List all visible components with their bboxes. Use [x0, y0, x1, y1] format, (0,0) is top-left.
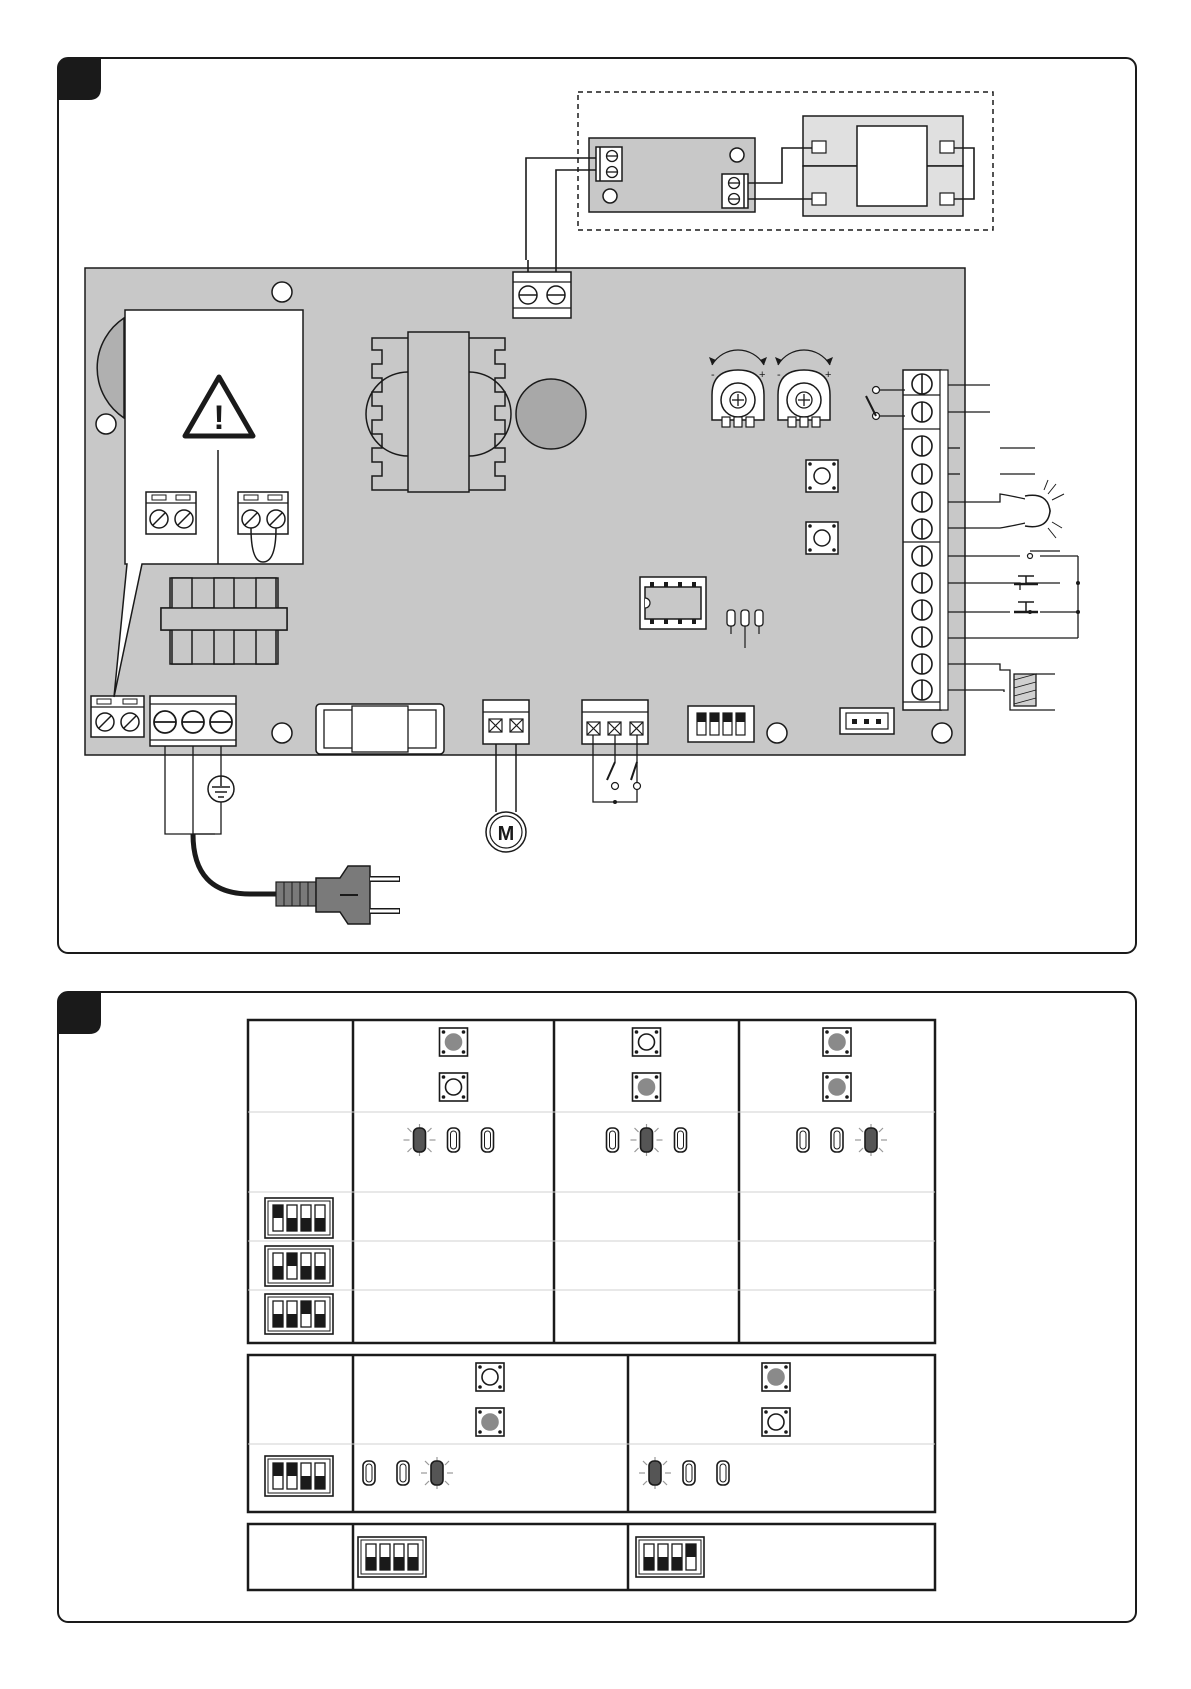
- table-bottom-frame: [248, 1524, 935, 1590]
- receiver-card-hole: [603, 189, 617, 203]
- led-lit-icon: [639, 1457, 671, 1489]
- battery-label: [857, 126, 927, 206]
- terminal-2-pole: [91, 696, 144, 737]
- tact-button-icon: [440, 1028, 468, 1056]
- table-bottom: [248, 1524, 935, 1590]
- figure-2-badge: [58, 992, 101, 1034]
- led-off-icon: [717, 1461, 729, 1485]
- dip-switch-icon: [265, 1246, 333, 1286]
- board-connector: [840, 708, 894, 734]
- mounting-hole: [272, 723, 292, 743]
- led-off-icon: [797, 1128, 809, 1152]
- figure-1-badge: [58, 58, 101, 100]
- external-pushbuttons: [948, 551, 1080, 638]
- capacitor: [516, 379, 586, 449]
- tact-button-icon: [476, 1363, 504, 1391]
- motor-terminal: [483, 700, 529, 744]
- board-button-1: [806, 460, 838, 492]
- battery-tab: [812, 193, 826, 205]
- tact-button-icon: [633, 1073, 661, 1101]
- warning-symbol: !: [213, 399, 224, 437]
- mains-terminal-3-pole: [150, 696, 236, 746]
- table-mid: [248, 1355, 935, 1512]
- led-lit-icon: [855, 1124, 887, 1156]
- input-terminal-strip: [903, 370, 941, 710]
- led-off-icon: [683, 1461, 695, 1485]
- mounting-hole: [272, 282, 292, 302]
- svg-text:-: -: [711, 369, 715, 381]
- motor: M: [486, 744, 526, 852]
- mains-cable: [165, 746, 400, 924]
- figure-1: - + - +: [58, 58, 1136, 953]
- tact-button-icon: [762, 1408, 790, 1436]
- fuse-holder: [161, 578, 287, 664]
- dip-switch-icon: [636, 1537, 704, 1577]
- led-off-icon: [607, 1128, 619, 1152]
- dip-switch-icon: [265, 1456, 333, 1496]
- table-mid-frame: [248, 1355, 935, 1512]
- led-off-icon: [675, 1128, 687, 1152]
- svg-text:-: -: [777, 369, 781, 381]
- mains-plug-icon: [276, 866, 400, 924]
- battery-tab: [812, 141, 826, 153]
- figure-2-tables: [248, 1020, 935, 1590]
- tact-button-icon: [476, 1408, 504, 1436]
- led-off-icon: [448, 1128, 460, 1152]
- board-dip-switch: [688, 706, 754, 742]
- dip-switch-icon: [358, 1537, 426, 1577]
- mounting-hole: [767, 723, 787, 743]
- tact-button-icon: [823, 1028, 851, 1056]
- led-lit-icon: [404, 1124, 436, 1156]
- transformer: [366, 332, 511, 492]
- led-off-icon: [363, 1461, 375, 1485]
- board-button-2: [806, 522, 838, 554]
- led-off-icon: [831, 1128, 843, 1152]
- optional-module: [526, 92, 993, 260]
- dip-switch-icon: [265, 1294, 333, 1334]
- led-lit-icon: [631, 1124, 663, 1156]
- tact-button-icon: [633, 1028, 661, 1056]
- tact-button-icon: [440, 1073, 468, 1101]
- led-off-icon: [397, 1461, 409, 1485]
- table-top-frame: [248, 1020, 935, 1343]
- mounting-hole: [96, 414, 116, 434]
- table-top: [248, 1020, 935, 1343]
- led-lit-icon: [421, 1457, 453, 1489]
- motor-label: M: [498, 823, 515, 845]
- tact-button-icon: [823, 1073, 851, 1101]
- ic-chip: [640, 577, 706, 629]
- battery-tab: [940, 193, 954, 205]
- right-devices: [948, 385, 1080, 710]
- relay: [316, 704, 444, 754]
- terminal-strip-edge: [940, 370, 948, 710]
- figure-2: [58, 992, 1136, 1622]
- battery-tab: [940, 141, 954, 153]
- mounting-hole: [932, 723, 952, 743]
- receiver-card-hole: [730, 148, 744, 162]
- tact-button-icon: [762, 1363, 790, 1391]
- dip-switch-icon: [265, 1198, 333, 1238]
- led-off-icon: [482, 1128, 494, 1152]
